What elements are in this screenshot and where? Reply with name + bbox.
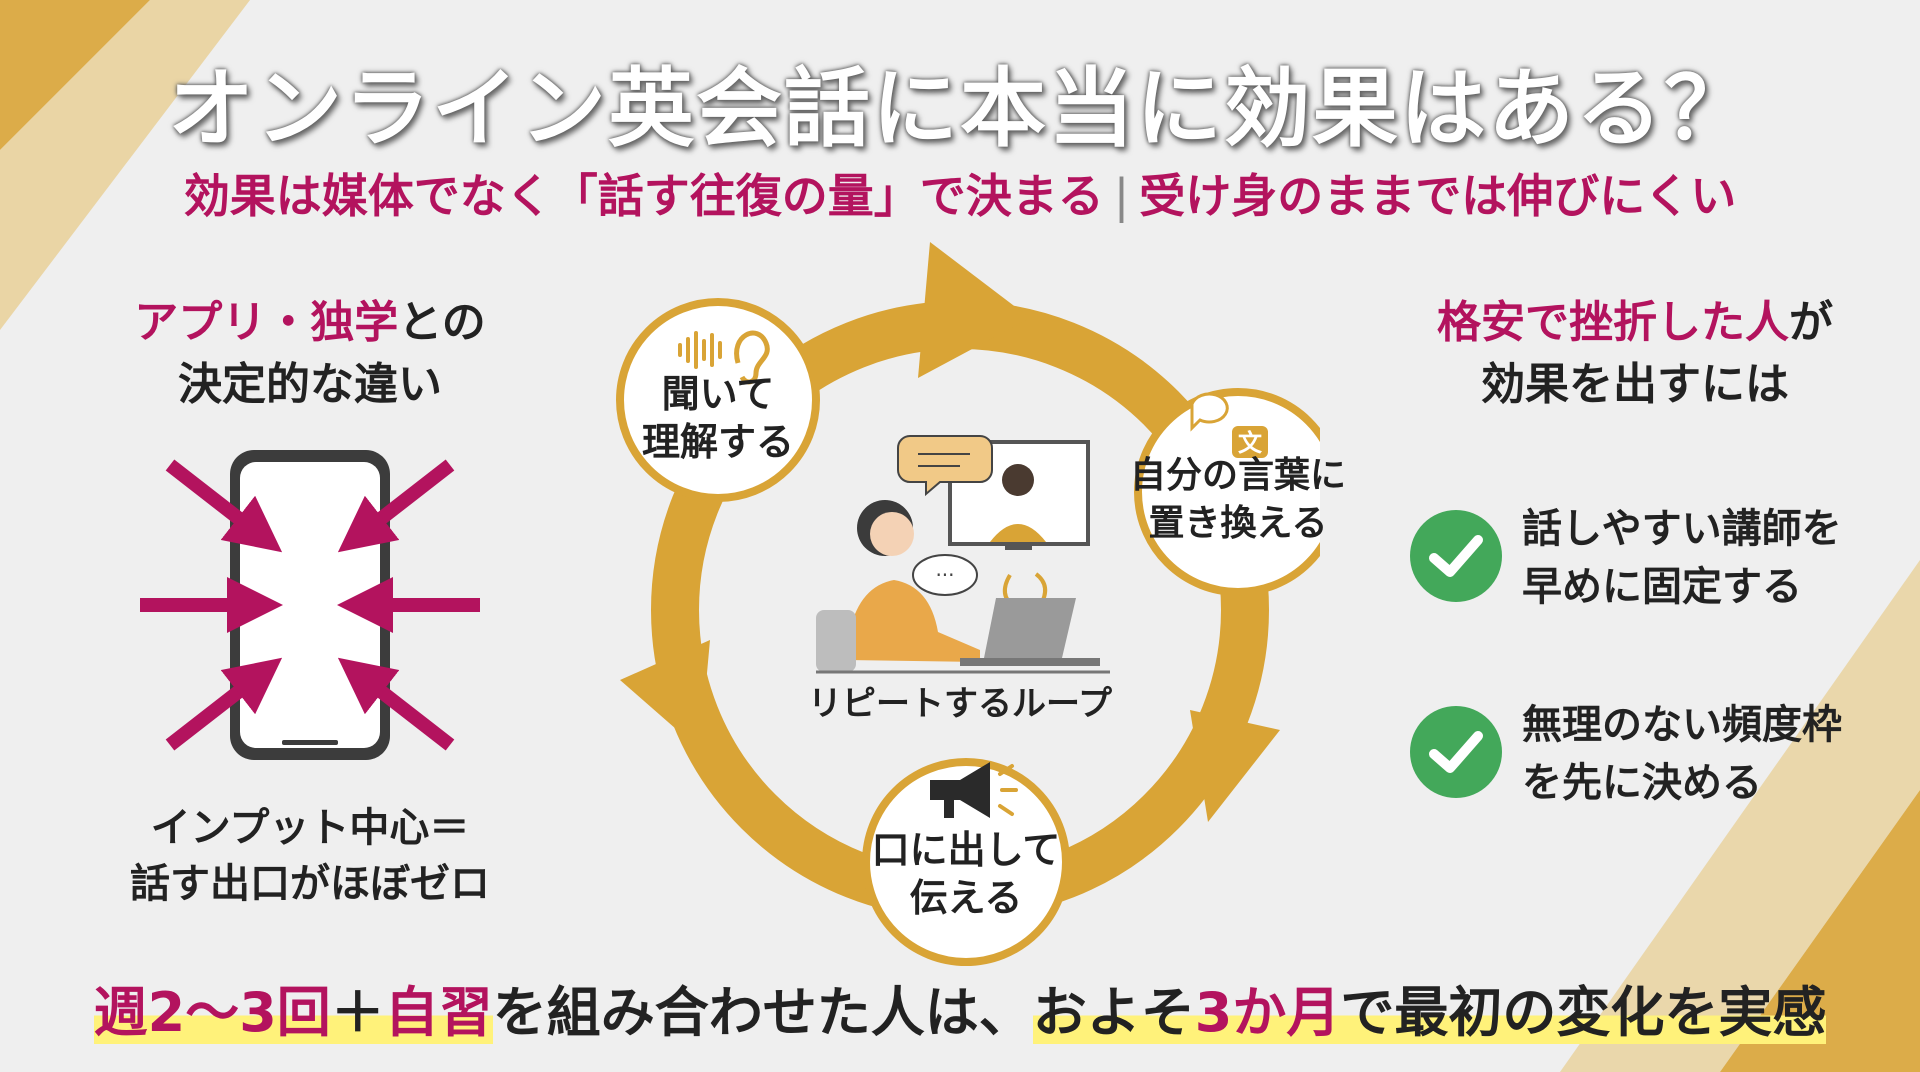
bottom-summary: 週2〜3回＋自習を組み合わせた人は、およそ3か月で最初の変化を実感 xyxy=(0,968,1920,1047)
node-rephrase-line2: 置き換える xyxy=(1148,503,1328,544)
node-speak-circle xyxy=(862,758,1070,966)
check-icon xyxy=(1410,706,1502,798)
tip-line1: 無理のない頻度枠 xyxy=(1522,702,1842,748)
bottom-plus: ＋ xyxy=(330,981,385,1044)
arrowhead-right-icon xyxy=(1190,710,1280,822)
left-heading-line2: 決定的な違い xyxy=(178,359,442,410)
bottom-end: で最初の変化を実感 xyxy=(1340,981,1827,1044)
right-heading-rest: が xyxy=(1789,297,1833,348)
tip-item: 話しやすい講師を 早めに固定する xyxy=(1410,500,1870,630)
right-heading-accent: 格安で挫折した人 xyxy=(1437,297,1789,348)
node-rephrase-label: 自分の言葉に 置き換える xyxy=(1118,452,1358,548)
subtitle-left: 効果は媒体でなく「話す往復の量」で決まる xyxy=(183,169,1104,223)
tip-text: 話しやすい講師を 早めに固定する xyxy=(1522,500,1882,616)
tip-text: 無理のない頻度枠 を先に決める xyxy=(1522,696,1882,812)
check-icon xyxy=(1410,510,1502,602)
cycle-diagram: 文 ··· xyxy=(616,242,1320,966)
tip-line1: 話しやすい講師を xyxy=(1522,506,1842,552)
left-heading-rest: との xyxy=(398,297,486,348)
subtitle-separator: | xyxy=(1113,169,1130,223)
node-speak-label: 口に出して 伝える xyxy=(856,826,1076,922)
bottom-middle: を組み合わせた人は、 xyxy=(492,981,1033,1044)
tip-item: 無理のない頻度枠 を先に決める xyxy=(1410,696,1870,826)
translate-glyph: 文 xyxy=(1238,429,1263,457)
right-heading: 格安で挫折した人が 効果を出すには xyxy=(1390,292,1880,416)
node-speak-line1: 口に出して xyxy=(871,828,1061,872)
node-listen-label: 聞いて 理解する xyxy=(628,370,808,466)
loop-caption: リピートするループ xyxy=(808,684,1112,724)
left-heading-accent: アプリ・独学 xyxy=(134,297,399,348)
bottom-self-study: 自習 xyxy=(384,981,493,1044)
phone-arrows-illustration xyxy=(140,450,480,760)
left-caption-line2: 話す出口がほぼゼロ xyxy=(130,861,490,907)
inward-arrows-icon xyxy=(140,459,480,751)
bottom-duration: 3か月 xyxy=(1194,981,1341,1044)
node-rephrase-circle xyxy=(1134,388,1320,596)
bottom-frequency: 週2〜3回 xyxy=(93,981,331,1044)
subtitle-right: 受け身のままでは伸びにくい xyxy=(1139,169,1737,223)
page-title: オンライン英会話に本当に効果はある？ xyxy=(168,59,1752,159)
arrowhead-left-icon xyxy=(620,640,710,750)
translate-icon: 文 xyxy=(1190,392,1268,458)
megaphone-icon xyxy=(930,762,1018,818)
tip-line2: を先に決める xyxy=(1522,760,1762,806)
left-heading: アプリ・独学との 決定的な違い xyxy=(90,292,530,416)
right-heading-line2: 効果を出すには xyxy=(1481,359,1789,410)
subtitle: 効果は媒体でなく「話す往復の量」で決まる|受け身のままでは伸びにくい xyxy=(0,160,1920,226)
node-listen-line1: 聞いて xyxy=(661,372,775,416)
ear-icon xyxy=(678,330,770,385)
node-rephrase-line1: 自分の言葉に xyxy=(1129,455,1346,496)
online-lesson-illustration: ··· xyxy=(816,435,1110,674)
left-caption-line1: インプット中心＝ xyxy=(150,805,470,851)
left-caption: インプット中心＝ 話す出口がほぼゼロ xyxy=(90,800,530,912)
arrowhead-top-icon xyxy=(918,242,1030,378)
bubble-dots: ··· xyxy=(935,563,954,587)
node-listen-line2: 理解する xyxy=(641,420,794,464)
tip-line2: 早めに固定する xyxy=(1522,564,1802,610)
bottom-approx: およそ xyxy=(1032,981,1195,1044)
node-speak-line2: 伝える xyxy=(909,876,1023,920)
